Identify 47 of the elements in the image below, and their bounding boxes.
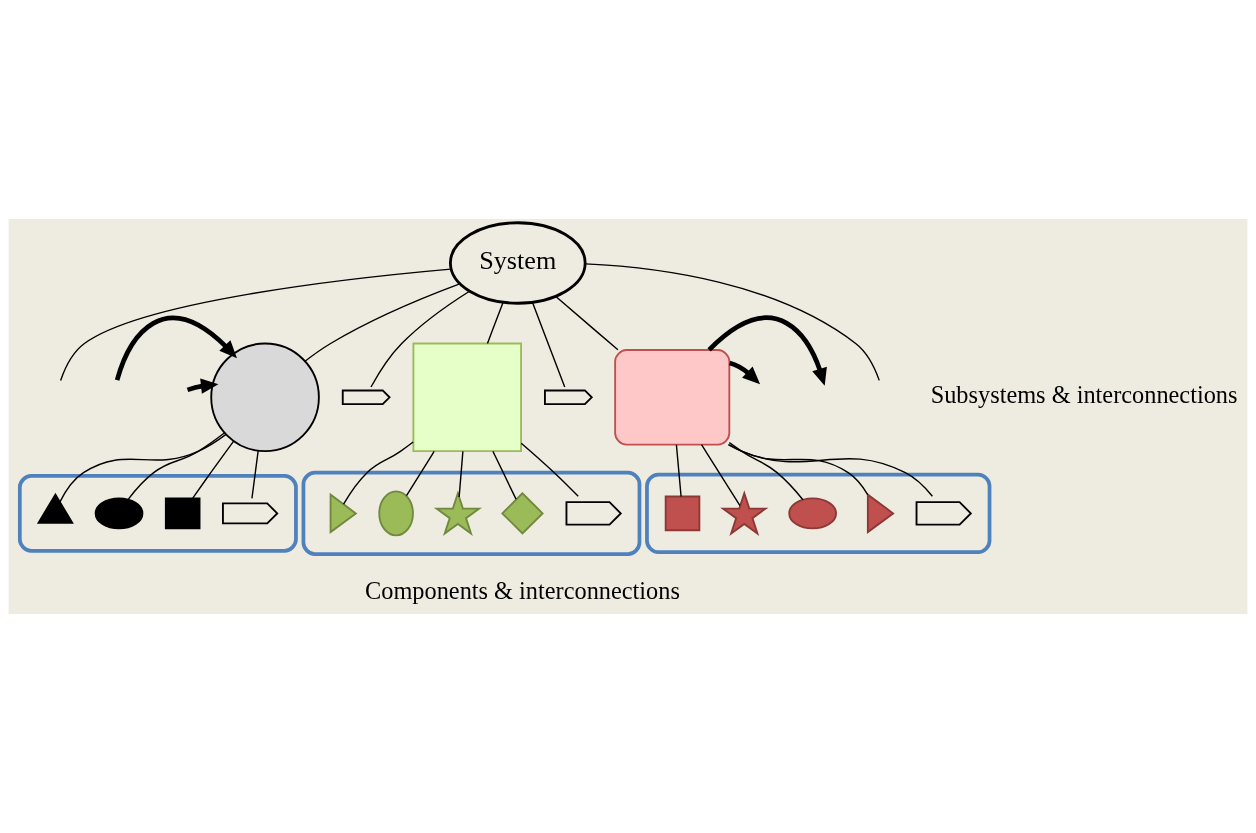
node-squiggle bbox=[341, 389, 391, 406]
node-triangle bbox=[866, 492, 895, 534]
connector bbox=[520, 442, 579, 497]
label: Subsystems & interconnections bbox=[930, 381, 1238, 409]
node-squiggle bbox=[565, 501, 623, 526]
node-ellipse bbox=[378, 490, 414, 537]
node-star bbox=[433, 490, 483, 536]
node-box bbox=[164, 497, 201, 530]
connector bbox=[492, 450, 517, 500]
connector bbox=[370, 290, 471, 388]
connector bbox=[59, 268, 452, 382]
node-box bbox=[664, 495, 701, 532]
node-squiggle bbox=[222, 502, 279, 525]
arrow bbox=[707, 315, 827, 386]
node-ellipse bbox=[94, 497, 144, 530]
node-diamond bbox=[501, 491, 544, 535]
connector bbox=[251, 450, 259, 500]
node-ellipse: System bbox=[449, 221, 587, 305]
cluster bbox=[17, 474, 298, 553]
arrow bbox=[114, 315, 237, 381]
connector bbox=[304, 283, 461, 362]
node-triangle bbox=[329, 492, 358, 534]
connector bbox=[192, 440, 235, 499]
connector bbox=[728, 441, 804, 501]
connector bbox=[458, 450, 464, 498]
label: Components & interconnections bbox=[365, 576, 680, 604]
node-box bbox=[412, 342, 522, 453]
connector bbox=[59, 433, 227, 503]
node-star bbox=[720, 490, 769, 536]
connector bbox=[554, 295, 619, 351]
cluster bbox=[645, 472, 992, 555]
connector bbox=[342, 441, 414, 505]
connector bbox=[486, 301, 504, 345]
connector bbox=[531, 301, 566, 388]
node-ellipse bbox=[788, 497, 837, 530]
cluster bbox=[301, 470, 642, 556]
node-triangle bbox=[36, 492, 74, 524]
connector bbox=[727, 443, 934, 497]
arrow bbox=[728, 360, 761, 385]
connector bbox=[127, 432, 225, 501]
connector bbox=[675, 444, 682, 498]
connector bbox=[584, 263, 880, 382]
node-squiggle bbox=[915, 501, 973, 526]
node-box bbox=[614, 349, 731, 446]
node-squiggle bbox=[544, 389, 594, 406]
connector bbox=[728, 444, 869, 496]
connector bbox=[405, 450, 435, 497]
